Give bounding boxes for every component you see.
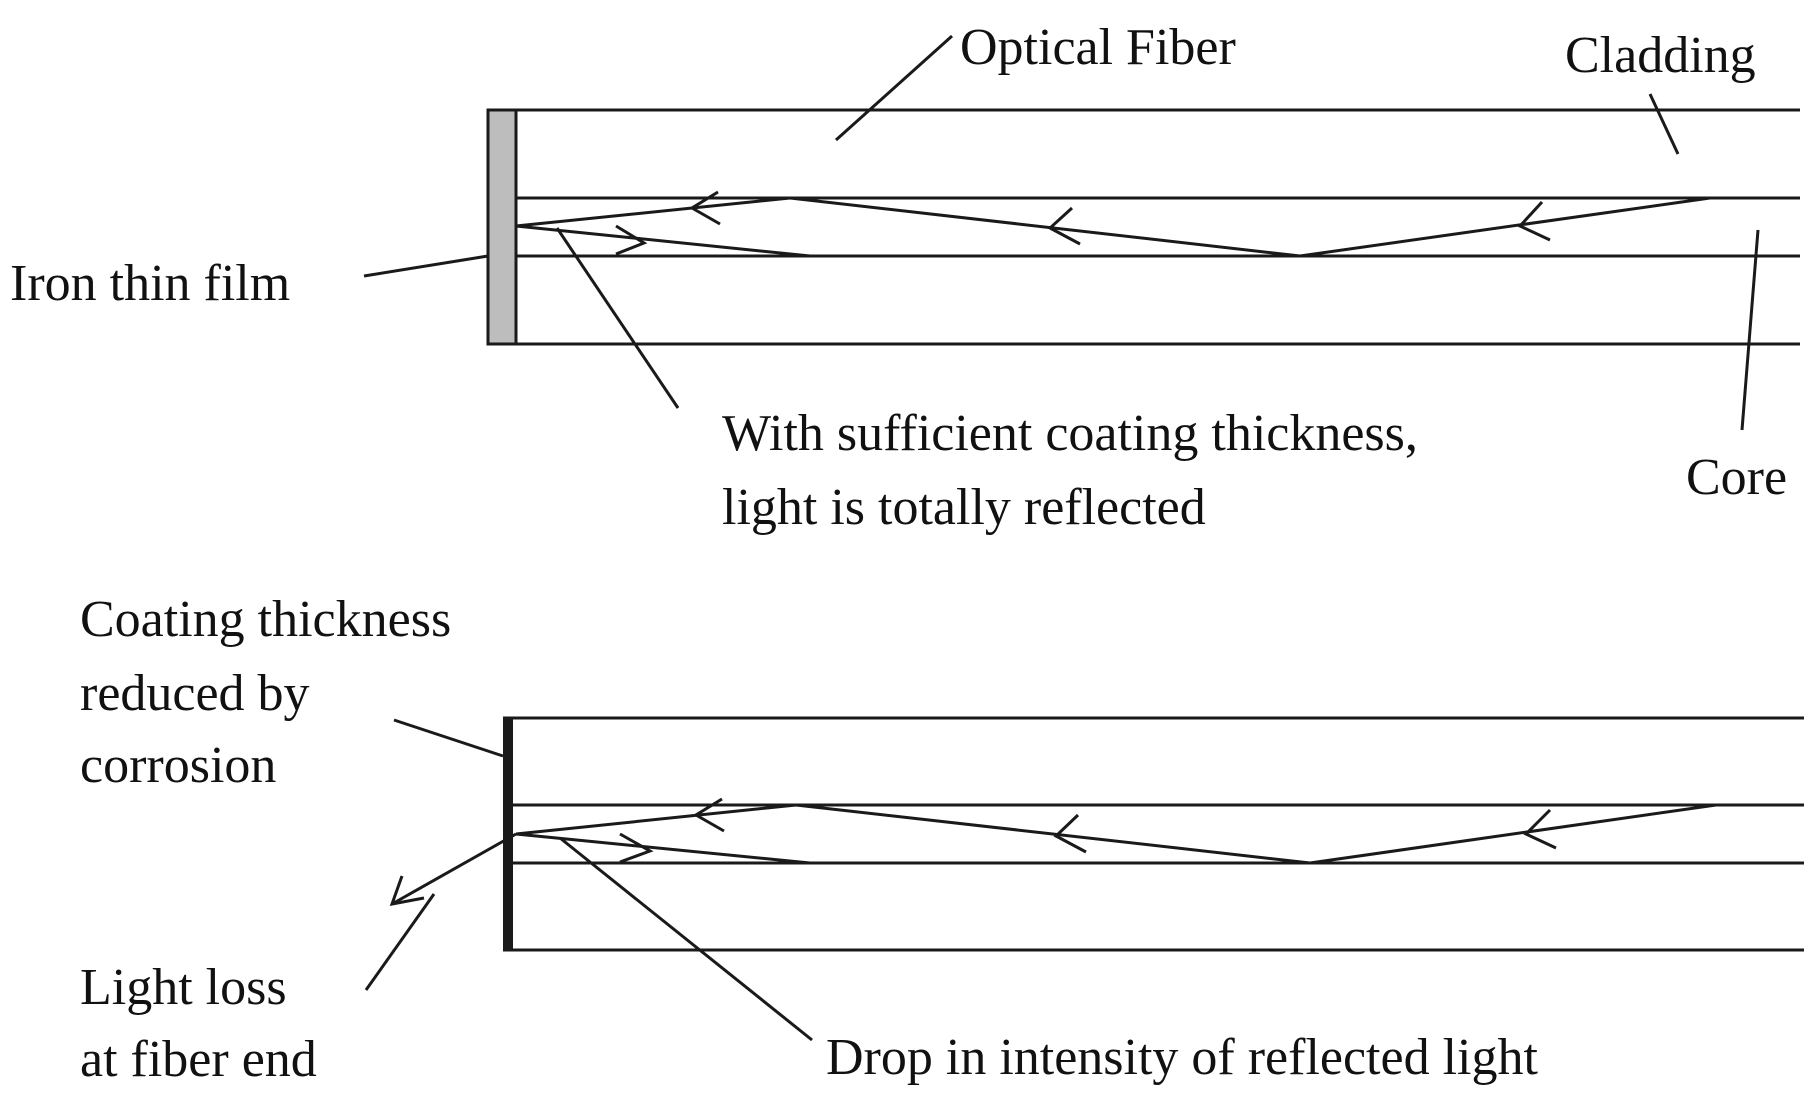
coating-leader [393,718,504,758]
iron-film-leader [363,254,489,278]
coating-label-line2: reduced by [80,665,310,722]
top-ray-arrow-3 [689,190,721,226]
bottom-ray-arrow-2 [1053,813,1087,854]
coating-label-line3: corrosion [80,737,276,794]
bottom-panel: Coating thickness reduced by corrosion L… [80,591,1804,1088]
bottom-ray-arrow-3 [693,797,725,833]
core-label: Core [1686,449,1787,506]
top-light-ray [515,196,1711,258]
top-ray-arrow-4 [615,224,648,256]
cladding-leader [1648,93,1680,155]
bottom-thin-film [503,718,513,950]
top-panel: Optical Fiber Cladding Iron thin film Co… [10,19,1800,536]
light-loss-label-line2: at fiber end [80,1031,317,1088]
top-ray-arrow-1 [1517,200,1551,242]
cladding-label: Cladding [1565,27,1756,84]
bottom-ray-arrow-4 [619,832,654,864]
top-iron-film [486,108,518,346]
light-loss-label-line1: Light loss [80,959,287,1016]
drop-intensity-label: Drop in intensity of reflected light [826,1029,1538,1086]
bottom-ray-arrow-1 [1523,808,1557,850]
reflection-leader [555,227,680,409]
coating-label-line1: Coating thickness [80,591,451,648]
optical-fiber-leader [834,34,954,142]
optical-fiber-label: Optical Fiber [960,19,1236,76]
light-loss-leader [364,893,436,991]
light-loss-ray [391,832,517,906]
reflection-label-line2: light is totally reflected [722,479,1206,536]
drop-leader [559,836,813,1042]
bottom-light-ray [515,803,1717,865]
reflection-label-line1: With sufficient coating thickness, [722,405,1418,462]
top-ray-arrow-2 [1047,206,1081,246]
core-leader [1740,229,1760,431]
light-loss-arrow [389,875,425,906]
iron-thin-film-label: Iron thin film [10,255,290,312]
